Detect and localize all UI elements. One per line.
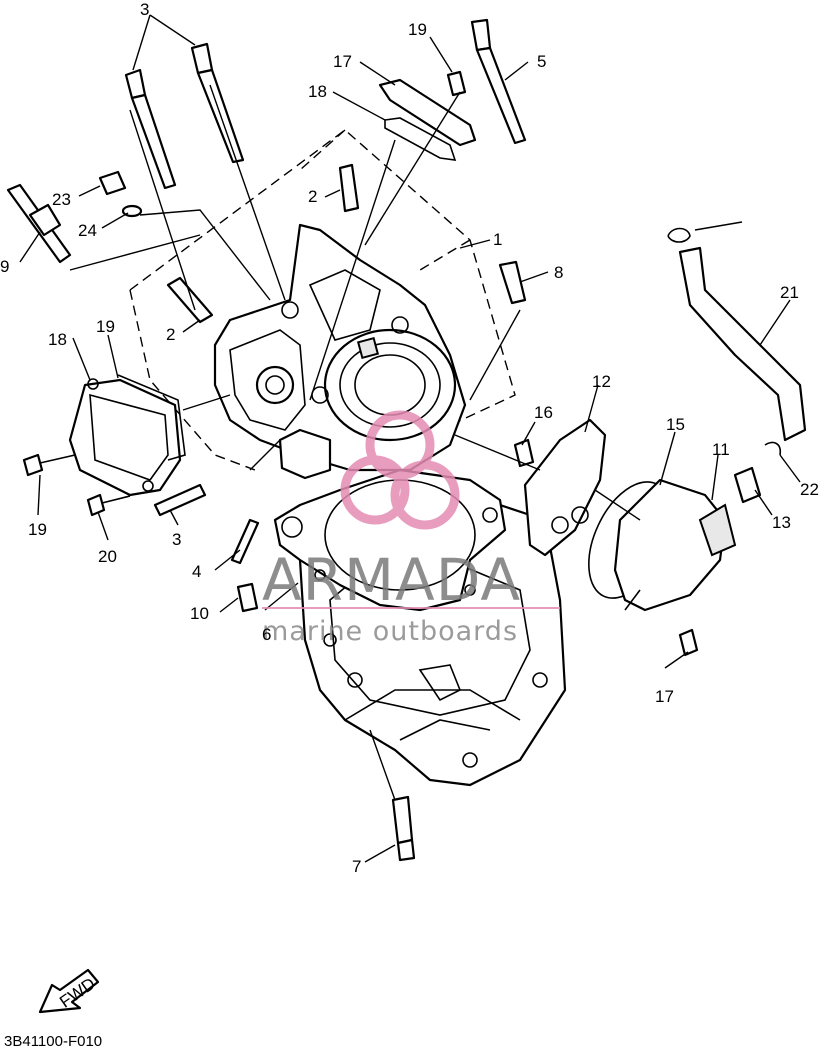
- assembly-dashed-outline: [129, 129, 516, 471]
- bolts-19: [22, 70, 467, 517]
- fwd-arrow: FWD: [38, 968, 100, 1014]
- bolt-15: [513, 438, 535, 468]
- valve-cover-left: [68, 374, 186, 497]
- clamp-21: [764, 441, 782, 456]
- short-studs: [153, 483, 260, 565]
- callout-18-top: 18: [308, 82, 327, 101]
- callout-2-top: 2: [308, 187, 317, 206]
- watermark-logo: [340, 410, 460, 530]
- callout-17-left: 18: [48, 330, 67, 349]
- watermark-tagline: marine outboards: [262, 616, 518, 647]
- callout-18-left: 19: [96, 317, 115, 336]
- callout-20: 21: [780, 283, 799, 302]
- callout-19-top: 19: [408, 20, 427, 39]
- callout-23: 24: [78, 221, 97, 240]
- callout-11: 11: [712, 440, 730, 459]
- clip-24: [667, 227, 691, 243]
- cylinder-head: [213, 223, 467, 480]
- callout-3-mid: 4: [192, 562, 201, 581]
- leader-lines: [19, 14, 801, 863]
- top-cover: [378, 78, 477, 161]
- callout-21: 22: [800, 480, 819, 499]
- callout-3-left: 3: [172, 530, 181, 549]
- small-bolt-22: [98, 170, 127, 196]
- drawing-code: 3B41100-F010: [4, 1033, 102, 1049]
- callout-4: 6: [262, 625, 271, 644]
- dowel-pins: [166, 163, 360, 324]
- plug-10: [236, 582, 259, 613]
- bolt-16: [678, 628, 699, 657]
- callout-7: 7: [352, 857, 361, 876]
- watermark: ARMADA marine outboards: [262, 410, 560, 647]
- spark-plug: [6, 183, 72, 264]
- callout-6: 3: [140, 0, 149, 19]
- callout-labels: 3 19 17 18 5 2 1 8 2 18 19 23 24 9 19 20…: [0, 0, 819, 876]
- callout-14: 15: [666, 415, 685, 434]
- callout-19-mid: 20: [98, 547, 117, 566]
- callout-9: 9: [0, 257, 9, 276]
- callout-16: 17: [655, 687, 674, 706]
- callout-10: 10: [190, 604, 209, 623]
- callout-12: 12: [592, 372, 611, 391]
- callout-13: 13: [772, 513, 791, 532]
- bolt-7: [391, 795, 416, 862]
- cover-plate-12: [523, 418, 607, 557]
- watermark-brand: ARMADA: [262, 546, 521, 614]
- thermostat-housing-11: [613, 478, 737, 612]
- hose-20: [678, 246, 807, 442]
- callout-5: 5: [537, 52, 546, 71]
- callout-17-top: 17: [333, 52, 352, 71]
- callout-2-left: 2: [166, 325, 175, 344]
- head-bolts: [124, 18, 527, 190]
- callout-19-left: 19: [28, 520, 47, 539]
- callout-1: 1: [493, 230, 502, 249]
- callout-8: 8: [554, 263, 563, 282]
- callout-22: 23: [52, 190, 71, 209]
- fitting-13: [733, 466, 762, 504]
- callout-15: 16: [534, 403, 553, 422]
- bolt-8: [498, 260, 527, 305]
